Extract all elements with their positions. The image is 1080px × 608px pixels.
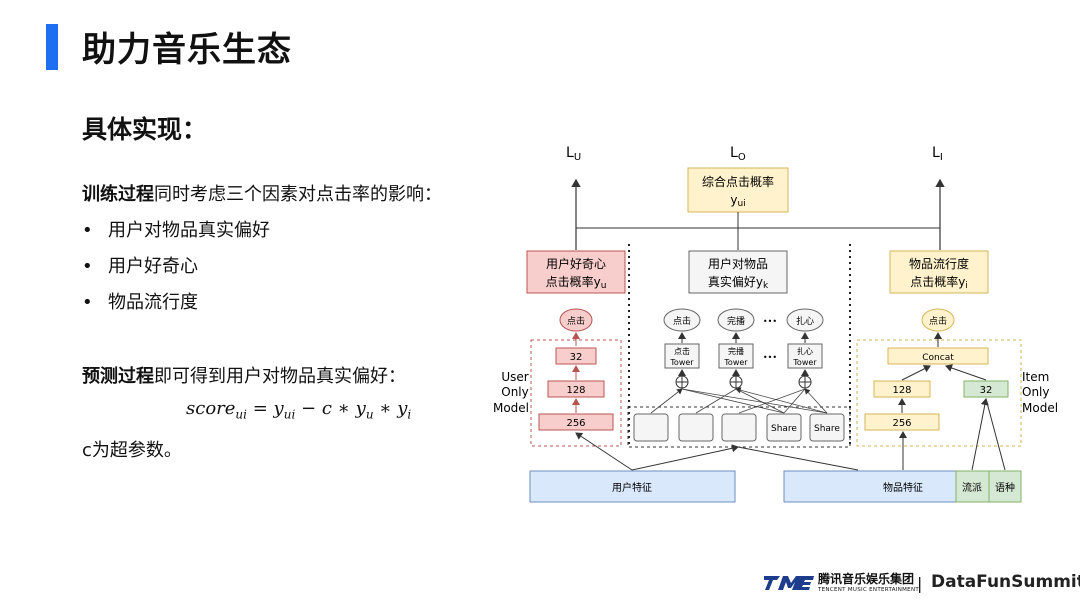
svg-text:点击: 点击 xyxy=(929,315,947,327)
loss-i-label: LI xyxy=(932,145,943,163)
item-popularity-box xyxy=(889,250,989,294)
company-name-cn: 腾讯音乐娱乐集团 xyxy=(818,572,915,586)
user-layer-128 xyxy=(547,380,605,398)
svg-text:Only: Only xyxy=(501,385,529,399)
title-accent-bar xyxy=(46,24,58,70)
svg-text:用户好奇心: 用户好奇心 xyxy=(546,256,606,271)
genre-feature-box xyxy=(955,470,990,503)
svg-text:点击: 点击 xyxy=(673,315,691,327)
true-preference-box xyxy=(688,250,788,294)
svg-text:完播: 完播 xyxy=(727,315,745,327)
svg-text:Share: Share xyxy=(771,424,797,434)
svg-text:128: 128 xyxy=(892,385,911,396)
user-only-model-label: User xyxy=(501,370,528,384)
svg-text:扎心: 扎心 xyxy=(797,346,813,356)
user-layer-32 xyxy=(555,347,597,365)
footer-separator: | xyxy=(917,574,923,593)
svg-text:物品特征: 物品特征 xyxy=(883,481,923,494)
svg-text:128: 128 xyxy=(566,385,585,396)
svg-text:扎心: 扎心 xyxy=(796,315,814,327)
item-click-node xyxy=(921,308,955,332)
loss-u-label: LU xyxy=(566,145,581,163)
svg-text:32: 32 xyxy=(980,385,993,396)
svg-text:Share: Share xyxy=(814,424,840,434)
score-formula: scoreui = yui − c ∗ yu ∗ yi xyxy=(186,398,412,422)
svg-text:Tower: Tower xyxy=(669,358,694,367)
item-only-model-label: Item xyxy=(1022,370,1049,384)
company-name-en: TENCENT MUSIC ENTERTAINMENT xyxy=(818,587,920,593)
svg-text:用户特征: 用户特征 xyxy=(612,481,652,494)
svg-text:256: 256 xyxy=(566,418,585,429)
svg-text:Tower: Tower xyxy=(723,358,748,367)
svg-text:点击概率yi: 点击概率yi xyxy=(910,274,968,291)
svg-text:语种: 语种 xyxy=(995,481,1015,494)
user-feature-box xyxy=(529,470,736,503)
task-towers: 点击 Tower 完播 Tower 扎心 Tower xyxy=(664,343,823,369)
combined-prob-symbol: yui xyxy=(730,193,745,209)
gate-nodes xyxy=(675,375,812,389)
svg-text:Model: Model xyxy=(493,401,529,415)
prediction-label: 预测过程 xyxy=(82,366,154,387)
svg-text:256: 256 xyxy=(892,418,911,429)
item-feature-box xyxy=(783,470,957,503)
loss-o-label: LO xyxy=(730,145,746,163)
bullet-item: •用户好奇心 xyxy=(82,256,198,277)
svg-text:流派: 流派 xyxy=(962,481,982,494)
section-subtitle: 具体实现： xyxy=(82,115,208,144)
svg-text:Concat: Concat xyxy=(922,353,954,363)
datafun-brand: DataFunSummit xyxy=(931,572,1080,592)
item-layer-32 xyxy=(963,380,1009,398)
language-feature-box xyxy=(988,470,1022,503)
user-layer-256 xyxy=(538,413,614,431)
svg-text:完播: 完播 xyxy=(728,346,744,356)
concat-layer xyxy=(887,347,989,365)
prediction-text: 即可得到用户对物品真实偏好： xyxy=(154,366,406,387)
svg-text:点击概率yu: 点击概率yu xyxy=(546,274,607,291)
item-layer-128 xyxy=(873,380,931,398)
svg-text:点击: 点击 xyxy=(674,346,690,356)
bullet-item: •用户对物品真实偏好 xyxy=(82,220,270,241)
svg-text:点击: 点击 xyxy=(567,315,585,327)
svg-text:综合点击概率: 综合点击概率 xyxy=(702,174,774,189)
svg-text:用户对物品: 用户对物品 xyxy=(708,256,768,271)
svg-text:Tower: Tower xyxy=(792,358,817,367)
page-title: 助力音乐生态 xyxy=(82,30,292,70)
svg-text:Only: Only xyxy=(1022,385,1050,399)
user-curiosity-box xyxy=(526,250,626,294)
item-layer-256 xyxy=(864,413,940,431)
combined-prob-box xyxy=(687,167,789,213)
svg-text:物品流行度: 物品流行度 xyxy=(909,256,969,271)
task-nodes: 点击 完播 扎心 xyxy=(663,308,824,332)
svg-text:Model: Model xyxy=(1022,401,1058,415)
svg-text:•••: ••• xyxy=(763,353,777,362)
svg-text:真实偏好yk: 真实偏好yk xyxy=(708,274,769,291)
training-description: 训练过程同时考虑三个因素对点击率的影响： xyxy=(82,180,442,206)
training-text: 同时考虑三个因素对点击率的影响： xyxy=(154,184,442,205)
svg-text:•••: ••• xyxy=(763,317,777,326)
training-label: 训练过程 xyxy=(82,184,154,205)
tme-logo-icon xyxy=(764,576,814,590)
prediction-description: 预测过程即可得到用户对物品真实偏好： xyxy=(82,362,406,388)
bullet-item: •物品流行度 xyxy=(82,292,198,313)
expert-boxes: Share Share xyxy=(633,413,845,442)
user-click-node xyxy=(559,308,593,332)
hyperparameter-note: c为超参数。 xyxy=(82,440,182,461)
svg-text:32: 32 xyxy=(570,352,583,363)
